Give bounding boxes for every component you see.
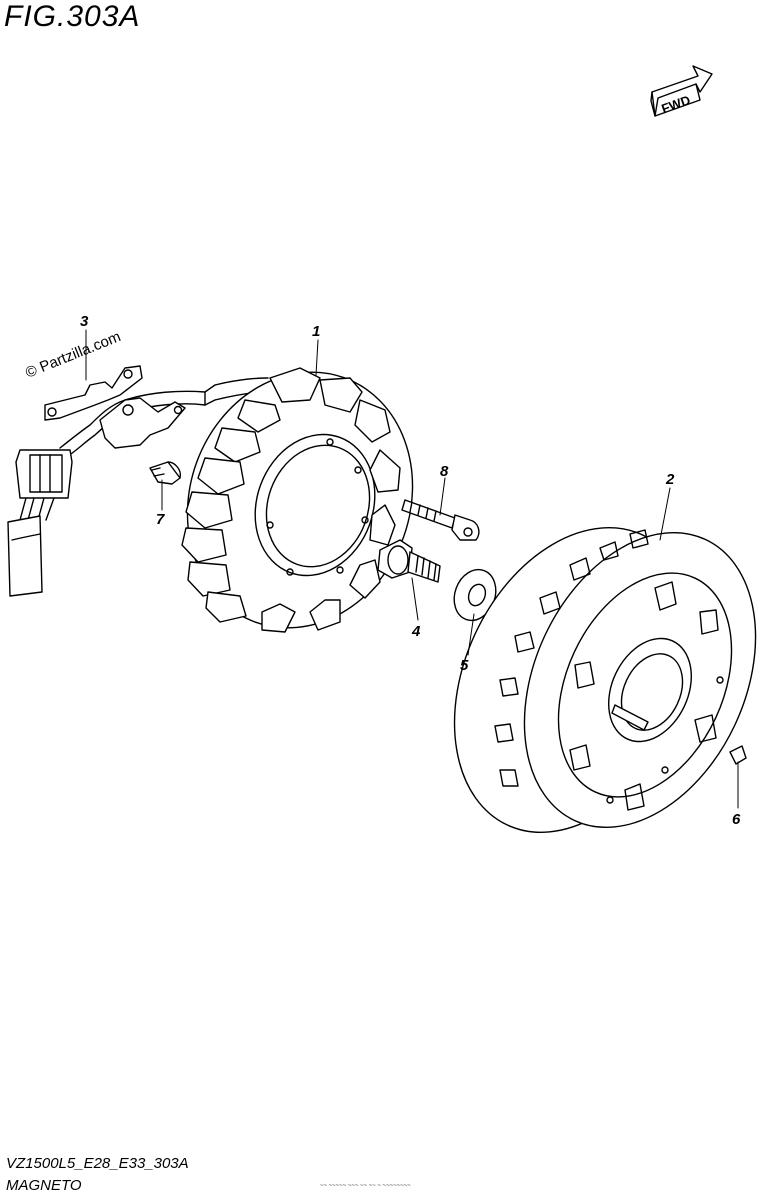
stator xyxy=(181,367,414,633)
bolt-8 xyxy=(401,499,480,541)
key-6 xyxy=(729,745,747,765)
callout-1: 1 xyxy=(312,323,320,340)
callout-2: 2 xyxy=(665,471,675,488)
callout-labels: 1 2 3 4 5 6 7 8 xyxy=(80,313,741,828)
wire-harness xyxy=(7,377,269,597)
watermark: © Partzilla.com xyxy=(23,328,123,382)
fwd-arrow-icon: FWD xyxy=(650,65,713,117)
screw-7 xyxy=(149,461,182,485)
clamp-bracket xyxy=(44,365,186,449)
callout-3: 3 xyxy=(80,313,89,330)
callout-6: 6 xyxy=(732,811,741,828)
callout-8: 8 xyxy=(440,463,449,480)
fine-print: ~~ ~~~~~ ~~~ ~~ ~~ ~ ~~~~~~~~ xyxy=(320,1183,411,1189)
callout-7: 7 xyxy=(156,511,165,528)
figure-code: VZ1500L5_E28_E33_303A xyxy=(6,1155,189,1172)
rotor xyxy=(453,527,757,833)
bolt-4 xyxy=(377,539,441,583)
callout-4: 4 xyxy=(411,623,421,640)
callout-5: 5 xyxy=(460,657,469,674)
leader-lines xyxy=(85,329,739,809)
figure-name: MAGNETO xyxy=(6,1177,82,1194)
figure-title: FIG.303A xyxy=(4,0,141,33)
